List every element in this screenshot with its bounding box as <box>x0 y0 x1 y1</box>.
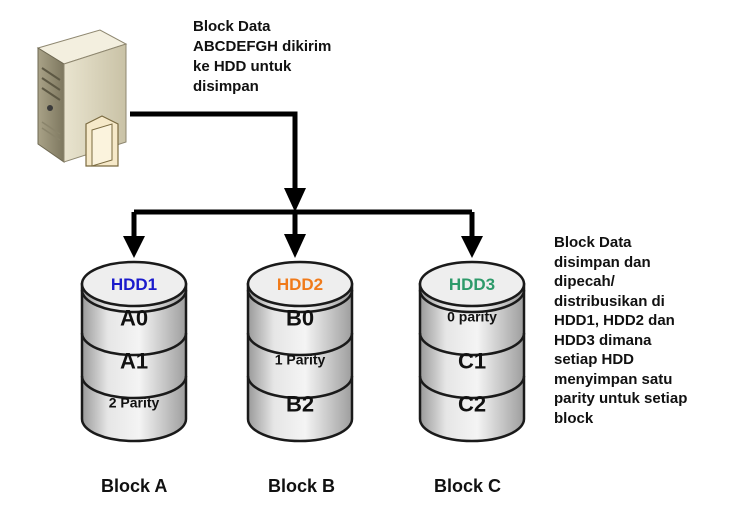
arrow-hdd1 <box>123 236 145 258</box>
side-note-line: menyimpan satu <box>554 370 673 388</box>
server-note: Block Data ABCDEFGH dikirim ke HDD untuk… <box>193 17 331 97</box>
data-segment-label: A1 <box>120 349 148 374</box>
server-note-line: disimpan <box>193 78 259 95</box>
arrow-hdd3 <box>461 236 483 258</box>
side-note: Block Data disimpan dan dipecah/ distrib… <box>554 233 687 428</box>
hdd-segment-divider <box>418 332 526 357</box>
data-segment-label: C1 <box>458 349 486 374</box>
side-note-line: Block Data <box>554 234 632 251</box>
hdd-segment-divider <box>80 289 188 314</box>
data-segment-label: C2 <box>458 392 486 417</box>
server-note-line: ke HDD untuk <box>193 58 292 75</box>
parity-segment-label: 2 Parity <box>109 395 160 411</box>
server-note-line: ABCDEFGH dikirim <box>193 38 332 55</box>
block-label-b: Block B <box>268 476 336 496</box>
hdd-name: HDD1 <box>111 275 157 294</box>
hdd-body <box>418 282 526 443</box>
parity-segment-label: 1 Parity <box>275 352 326 368</box>
connection-lines <box>130 111 475 238</box>
block-label-a: Block A <box>101 476 168 496</box>
hdd-segment-divider <box>246 332 354 357</box>
parity-segment-label: 0 parity <box>447 309 497 325</box>
hdd-segment-divider <box>246 375 354 400</box>
hdd-name: HDD3 <box>449 275 495 294</box>
data-segment-label: A0 <box>120 306 148 331</box>
hdd-segment-divider <box>80 375 188 400</box>
block-label-c: Block C <box>434 476 502 496</box>
side-note-line: dipecah/ <box>554 273 615 290</box>
side-note-line: setiap HDD <box>554 351 635 368</box>
hdd-top <box>418 260 526 308</box>
hdd-top <box>80 260 188 308</box>
data-segment-label: B2 <box>286 392 314 417</box>
side-note-line: parity untuk setiap <box>554 390 688 407</box>
side-note-line: disimpan dan <box>554 253 651 271</box>
side-note-line: HDD3 dimana <box>554 331 652 349</box>
arrow-hdd2 <box>284 234 306 258</box>
side-note-line: distribusikan di <box>554 292 665 310</box>
hdd-body <box>80 282 188 443</box>
hdd-segment-divider <box>418 289 526 314</box>
server-note-line: Block Data <box>193 18 271 35</box>
side-note-line: HDD1, HDD2 dan <box>554 312 675 329</box>
side-note-line: block <box>554 409 594 427</box>
hdd-segment-divider <box>418 375 526 400</box>
data-segment-label: B0 <box>286 306 314 331</box>
arrowheads <box>123 188 483 258</box>
hdd-top <box>246 260 354 308</box>
arrow-to-bus <box>284 188 306 212</box>
hdd-segment-divider <box>246 289 354 314</box>
hdd-name: HDD2 <box>277 275 323 294</box>
document-icon <box>85 115 119 167</box>
hdd-segment-divider <box>80 332 188 357</box>
hdd-body <box>246 282 354 443</box>
